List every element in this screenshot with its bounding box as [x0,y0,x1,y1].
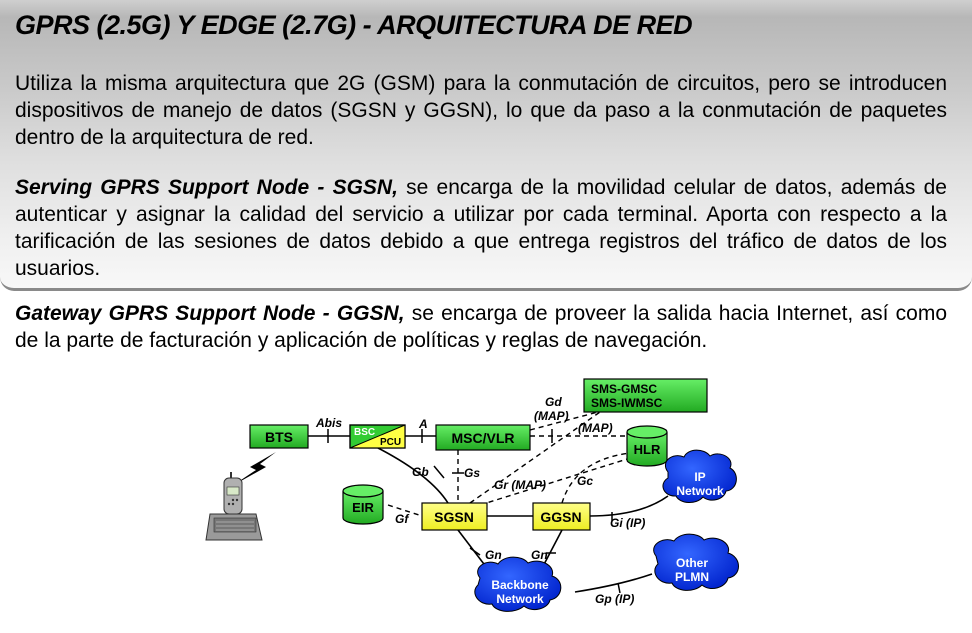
sgsn-term: Serving GPRS Support Node - SGSN, [15,176,398,199]
page-title: GPRS (2.5G) Y EDGE (2.7G) - ARQUITECTURA… [15,10,693,40]
other-plmn-label-2: PLMN [675,570,709,584]
sms-gmsc-label: SMS-GMSC [591,382,657,396]
radio-link-lightning-icon [232,452,276,486]
bsc-pcu-node: BSC PCU [349,424,406,449]
map-label: (MAP) [578,421,613,435]
ip-network-cloud: IP Network [662,449,737,503]
link-eir-sgsn [387,504,423,517]
sgsn-paragraph: Serving GPRS Support Node - SGSN, se enc… [15,174,947,282]
eir-node: EIR [342,484,384,525]
link-ggsn-ip [589,495,669,517]
ip-network-label-1: IP [694,470,705,484]
ggsn-node: GGSN [532,502,591,531]
msc-vlr-node: MSC/VLR [435,424,531,451]
sgsn-node: SGSN [421,502,488,531]
backbone-network-cloud: Backbone Network [474,556,562,612]
abis-label: Abis [315,416,342,430]
gi-label: Gi (IP) [610,516,645,530]
gn-label-1: Gn [485,548,502,562]
backbone-label-1: Backbone [491,578,549,592]
dashed-links [387,411,641,517]
backbone-label-2: Network [496,592,544,606]
gc-label: Gc [577,474,593,488]
gn-label-2: Gn [531,548,548,562]
ggsn-label: GGSN [540,509,581,525]
ggsn-description: se encarga de proveer la salida hacia In… [15,302,947,352]
link-pcu-sgsn [377,447,449,504]
gprs-architecture-diagram: BTS BSC PCU MSC/VLR SMS-GMSC SMS-IWMSC H… [205,378,739,612]
hlr-node: HLR [626,425,668,467]
gr-label: Gr (MAP) [494,478,546,492]
sgsn-description: se encarga de la movilidad celular de da… [15,176,947,280]
a-label: A [418,417,428,431]
other-plmn-cloud: Other PLMN [653,533,739,591]
ip-network-label-2: Network [676,484,724,498]
sgsn-label: SGSN [434,509,474,525]
pcu-label: PCU [380,437,401,448]
gf-label: Gf [395,512,409,526]
msc-vlr-label: MSC/VLR [452,430,515,446]
link-sgsn-hlr [479,454,641,506]
bsc-label: BSC [354,427,375,438]
gb-label: Gb [412,465,429,479]
sms-iwmsc-label: SMS-IWMSC [591,396,663,410]
header-band [0,0,972,291]
gd-map-label: (MAP) [534,409,569,423]
bts-label: BTS [265,429,293,445]
eir-label: EIR [352,500,374,515]
link-backbone-plmn [574,573,653,593]
ggsn-term: Gateway GPRS Support Node - GGSN, [15,302,405,325]
sms-gmsc-node: SMS-GMSC SMS-IWMSC [583,378,708,413]
hlr-label: HLR [634,442,661,457]
mobile-terminal-icon [205,472,263,541]
other-plmn-label-1: Other [676,556,708,570]
interface-labels: Abis A Gd (MAP) (MAP) Gb Gs Gr (MAP) Gc … [315,395,645,606]
gp-label: Gp (IP) [595,592,634,606]
gd-label: Gd [545,395,562,409]
ggsn-paragraph: Gateway GPRS Support Node - GGSN, se enc… [15,300,947,354]
bts-node: BTS [249,424,309,449]
intro-paragraph: Utiliza la misma arquitectura que 2G (GS… [15,72,947,149]
interface-ticks [327,429,621,594]
link-msc-sms [529,411,599,431]
link-ggsn-hlr [561,452,631,504]
gs-label: Gs [464,466,480,480]
